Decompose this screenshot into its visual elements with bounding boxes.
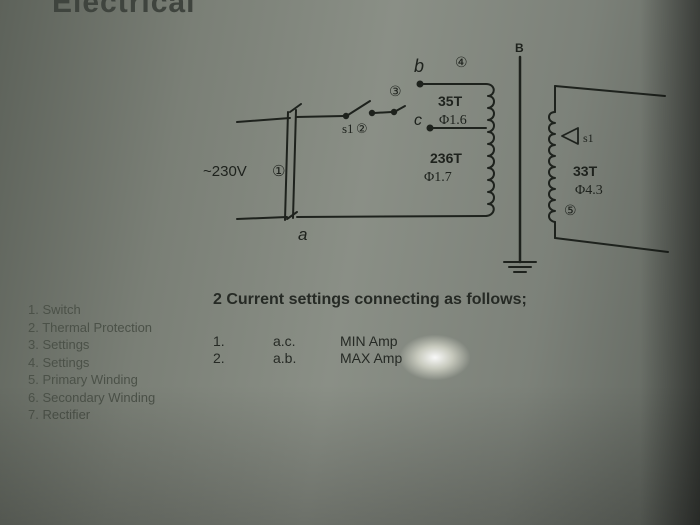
label-thermal-number: ② [356,122,368,137]
legend-item: 3. Settings [28,337,90,352]
primary-top-turns: 35T [438,93,463,109]
legend-item: 7. Rectifier [28,407,91,422]
settings-row-setting: MAX Amp [340,350,403,366]
label-secondary-number-5: ⑤ [564,203,577,219]
top-wire [295,115,345,118]
light-glare [400,335,470,380]
setting-link [395,105,406,112]
primary-bottom-wire: Φ1.7 [424,170,452,185]
settings-row-number: 2. [213,350,225,366]
supply-lead-top [236,117,291,123]
component-legend: 1. Switch 2. Thermal Protection 3. Setti… [28,301,155,424]
supply-lead-bottom [236,216,288,220]
switch-lever-top [289,103,302,113]
secondary-turns: 33T [573,163,598,179]
label-switch-number: ① [272,162,285,180]
switch-bar-left [284,111,289,221]
supply-voltage-label: ~230V [203,163,247,180]
legend-item: 6. Secondary Winding [28,389,156,405]
settings-row-connection: a.b. [273,350,297,366]
thermal-switch-arm [347,100,371,116]
secondary-winding-coil [548,111,556,223]
current-settings-heading: 2 Current settings connecting as follows… [213,291,527,308]
switch-lever-bottom [286,211,298,220]
wiring-diagram: ~230V ① s1 ② ③ b ④ c 35T Φ1.6 236T Φ1.7 … [0,0,700,290]
primary-winding-coil [485,83,495,217]
label-tap-c: c [414,112,422,129]
label-tap-b: b [414,56,424,76]
settings-row-setting: MIN Amp [340,333,398,349]
page-header-fragment: Electrical [52,0,196,19]
legend-item: 2. Thermal Protection [28,319,153,335]
thermal-sensor-icon [561,127,579,145]
primary-bottom-turns: 236T [430,150,462,166]
legend-item: 4. Settings [28,354,90,370]
label-sensor-s1: s1 [583,131,594,145]
primary-top-wire: Φ1.6 [439,113,467,128]
secondary-wire-top [554,85,666,97]
settings-row-number: 1. [213,333,225,349]
label-core-B: B [515,41,524,55]
wire-to-setting [373,111,393,114]
secondary-wire-bottom [554,237,669,253]
legend-item: 1. Switch [28,302,81,317]
return-wire-a [296,215,487,218]
label-tap-a: a [298,225,307,244]
secondary-wire: Φ4.3 [575,183,603,198]
settings-row-connection: a.c. [273,333,296,349]
label-thermal-s1: s1 [342,121,354,136]
legend-item: 5. Primary Winding [28,372,138,387]
label-setting-number-3: ③ [389,84,402,100]
switch-bar-right [292,109,297,219]
label-setting-number-4: ④ [455,55,468,71]
